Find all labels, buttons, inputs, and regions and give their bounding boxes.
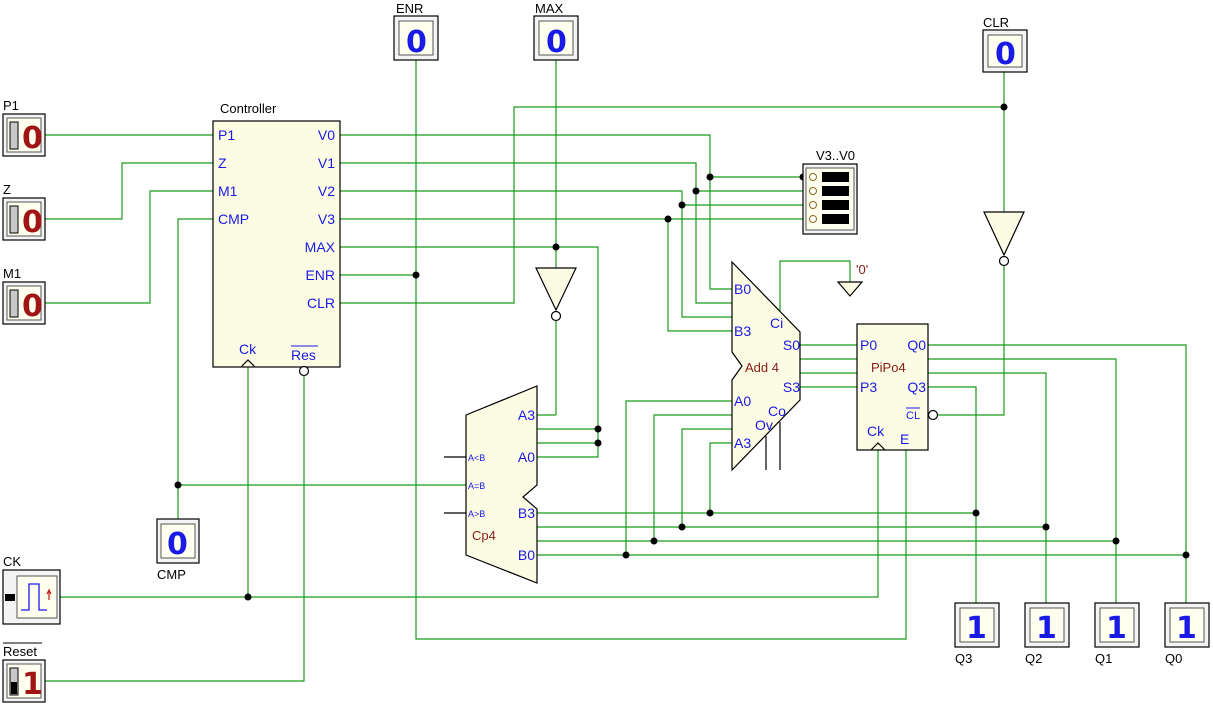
adder-name: Add 4: [745, 360, 779, 375]
constant-zero-label: '0': [856, 262, 868, 277]
controller-pin-v3: V3: [318, 211, 335, 227]
comparator-pin-eq: A=B: [468, 481, 485, 491]
controller-pin-z: Z: [218, 155, 227, 171]
switch-reset-label: Reset: [3, 644, 37, 659]
controller-pin-clr: CLR: [307, 295, 335, 311]
probe-q3-label: Q3: [955, 651, 972, 666]
probe-clr: CLR 0: [982, 15, 1028, 73]
switch-m1-value: 0: [22, 289, 43, 324]
comparator-pin-a3: A3: [518, 407, 535, 423]
bargraph-label: V3..V0: [816, 148, 855, 163]
comparator-pin-gt: A>B: [468, 509, 485, 519]
controller-block[interactable]: Controller P1 Z M1 CMP V0 V1 V2 V3 MAX E…: [212, 101, 341, 377]
switch-reset[interactable]: Reset 1: [2, 642, 46, 703]
switch-p1[interactable]: P1 0: [2, 98, 46, 157]
register-pipo4[interactable]: P0 P3 Q0 Q3 CL Ck E PiPo4: [856, 323, 939, 451]
controller-pin-v2: V2: [318, 183, 335, 199]
register-pin-e: E: [900, 431, 909, 447]
probe-q1-label: Q1: [1095, 651, 1112, 666]
probe-q0: 1 Q0: [1164, 602, 1210, 666]
wires: [45, 60, 1187, 682]
clock-label: CK: [3, 554, 21, 569]
switch-reset-value: 1: [22, 667, 43, 702]
controller-pin-res: Res: [291, 347, 316, 363]
register-pin-ck: Ck: [867, 423, 885, 439]
switch-p1-value: 0: [22, 121, 43, 156]
probe-clr-label: CLR: [983, 15, 1009, 30]
adder-pin-b0: B0: [734, 281, 751, 297]
probe-q3: 1 Q3: [954, 602, 1000, 666]
controller-pin-p1: P1: [218, 127, 235, 143]
probe-q1: 1 Q1: [1094, 602, 1140, 666]
adder-pin-s0: S0: [783, 337, 800, 353]
switch-z-label: Z: [3, 182, 11, 197]
register-pin-p3: P3: [860, 379, 877, 395]
controller-pin-cmp: CMP: [218, 211, 249, 227]
switch-z[interactable]: Z 0: [2, 182, 46, 241]
probe-q0-value: 1: [1176, 611, 1197, 646]
comparator-pin-lt: A<B: [468, 453, 485, 463]
controller-pin-max: MAX: [305, 239, 336, 255]
register-name: PiPo4: [871, 360, 906, 375]
constant-zero: '0': [836, 262, 868, 297]
junction-dots: [174, 103, 1190, 601]
comparator-cp4[interactable]: A3 A0 B3 B0 A<B A=B A>B Cp4: [465, 385, 538, 584]
inverter-max: [535, 267, 577, 322]
controller-pin-v0: V0: [318, 127, 335, 143]
comparator-pin-a0: A0: [518, 449, 535, 465]
clock-source[interactable]: CK: [2, 554, 61, 625]
bargraph-v3-v0: V3..V0: [802, 148, 858, 235]
switch-z-value: 0: [22, 205, 43, 240]
adder-pin-co: Co: [768, 403, 786, 419]
inverter-clr: [983, 211, 1025, 267]
adder-pin-ci: Ci: [770, 315, 783, 331]
probe-q0-label: Q0: [1165, 651, 1182, 666]
register-pin-q3: Q3: [907, 379, 926, 395]
controller-pin-m1: M1: [218, 183, 238, 199]
controller-pin-v1: V1: [318, 155, 335, 171]
probe-max-label: MAX: [535, 1, 564, 16]
register-pin-cl: CL: [906, 410, 920, 422]
probe-enr-label: ENR: [396, 1, 423, 16]
controller-pin-ck: Ck: [239, 341, 257, 357]
controller-title: Controller: [220, 101, 277, 116]
comparator-pin-b3: B3: [518, 505, 535, 521]
probe-q2-label: Q2: [1025, 651, 1042, 666]
adder-pin-a3: A3: [734, 435, 751, 451]
adder-pin-a0: A0: [734, 393, 751, 409]
probe-q2-value: 1: [1036, 611, 1057, 646]
probe-clr-value: 0: [995, 37, 1016, 72]
probe-q3-value: 1: [966, 611, 987, 646]
adder-pin-ov: Ov: [755, 417, 773, 433]
comparator-pin-b0: B0: [518, 547, 535, 563]
probe-cmp-label: CMP: [157, 567, 186, 582]
probe-enr: ENR 0: [393, 1, 439, 61]
probe-q1-value: 1: [1106, 611, 1127, 646]
probe-enr-value: 0: [406, 25, 427, 60]
probe-cmp-value: 0: [167, 527, 188, 562]
comparator-name: Cp4: [472, 528, 496, 543]
probe-max-value: 0: [546, 25, 567, 60]
controller-pin-enr: ENR: [305, 267, 335, 283]
switch-m1-label: M1: [3, 266, 21, 281]
adder-4bit[interactable]: B0 B3 A0 A3 Ci Co Ov S0 S3 Add 4: [731, 260, 801, 472]
probe-cmp: 0 CMP: [156, 518, 200, 582]
probe-q2: 1 Q2: [1024, 602, 1070, 666]
register-pin-p0: P0: [860, 337, 877, 353]
probe-max: MAX 0: [533, 1, 579, 61]
adder-pin-s3: S3: [783, 379, 800, 395]
switch-p1-label: P1: [3, 98, 19, 113]
switch-m1[interactable]: M1 0: [2, 266, 46, 325]
register-pin-q0: Q0: [907, 337, 926, 353]
adder-pin-b3: B3: [734, 323, 751, 339]
